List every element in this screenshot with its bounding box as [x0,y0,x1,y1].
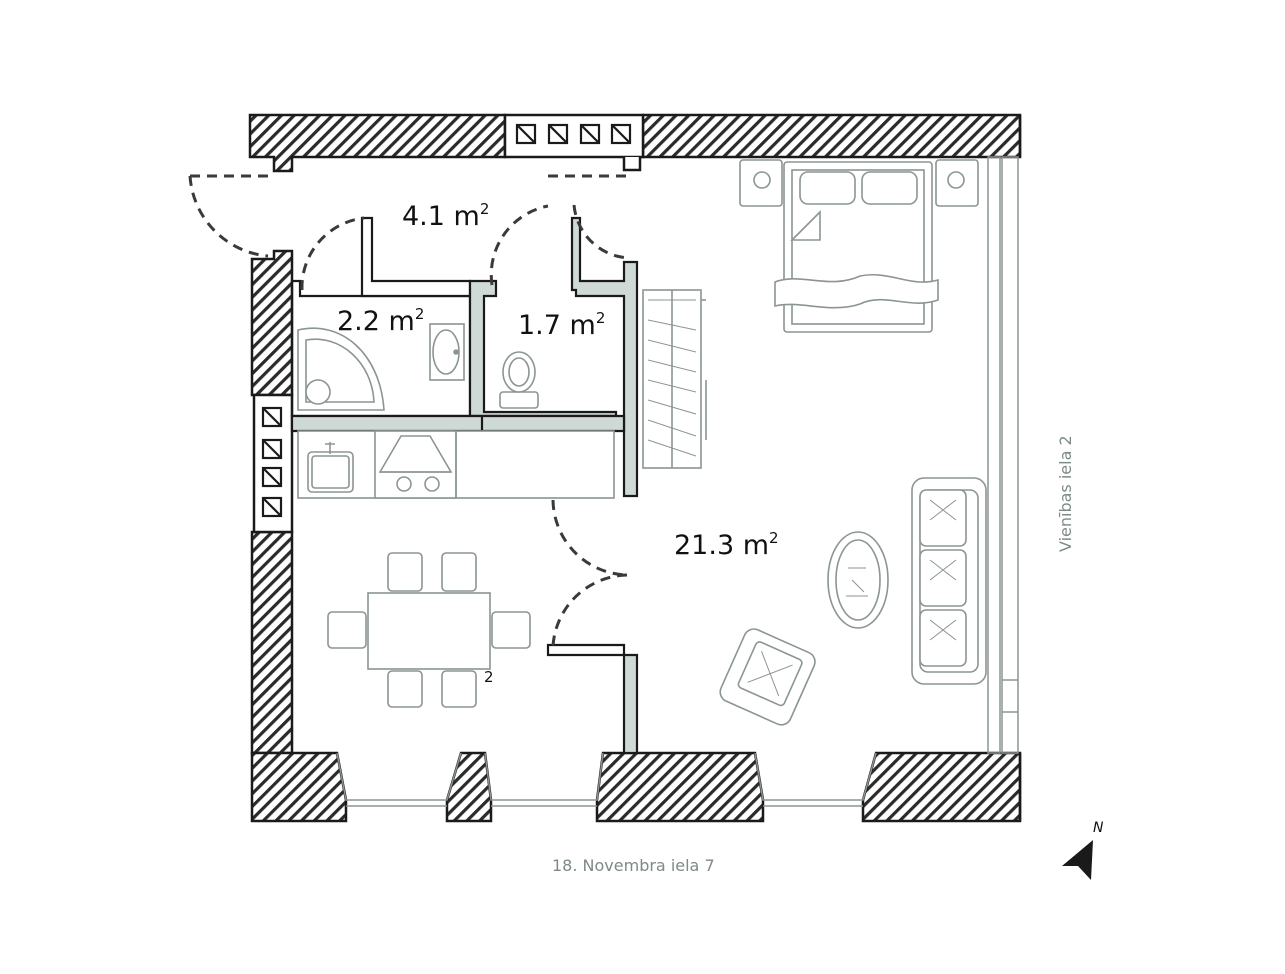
wardrobe-icon [642,289,707,469]
room-area-bathroom: 2.2 m2 [337,305,424,337]
partitions [290,216,639,755]
rug-icon [827,531,889,629]
bottom-wall-3 [595,751,765,823]
bed-icon [739,159,979,333]
street-label-right: Vienības iela 2 [1056,435,1075,552]
vent-top [503,113,645,172]
bottom-wall-1 [250,751,348,823]
toilet-icon [499,351,539,409]
left-wall-lower [250,530,294,755]
vent-left [252,393,294,534]
sink-icon [429,323,465,381]
sofa-icon [911,477,987,685]
armchair-icon [719,628,816,726]
dining-table-icon [327,552,531,708]
room-area-living: 21.3 m2 [674,529,779,561]
windows [336,156,1019,807]
area-labels: 4.1 m2 2.2 m2 1.7 m2 21.3 m2 2 [337,200,779,686]
furniture [297,159,987,726]
kitchen-counter-icon [297,430,615,499]
bathtub-icon [297,327,385,411]
street-label-bottom: 18. Novembra iela 7 [552,856,715,875]
bottom-wall-2 [445,751,493,823]
top-wall-left [248,113,507,173]
compass-letter: N [1093,820,1104,836]
room-area-hall: 4.1 m2 [402,200,489,232]
doors [188,174,632,647]
bottom-wall-4 [861,751,1022,823]
north-arrow-icon: N [1062,820,1104,880]
room-area-kitchen: 2 [484,668,494,686]
top-wall-right [641,113,1022,159]
left-wall-upper [250,249,294,397]
room-area-wc: 1.7 m2 [518,309,605,341]
